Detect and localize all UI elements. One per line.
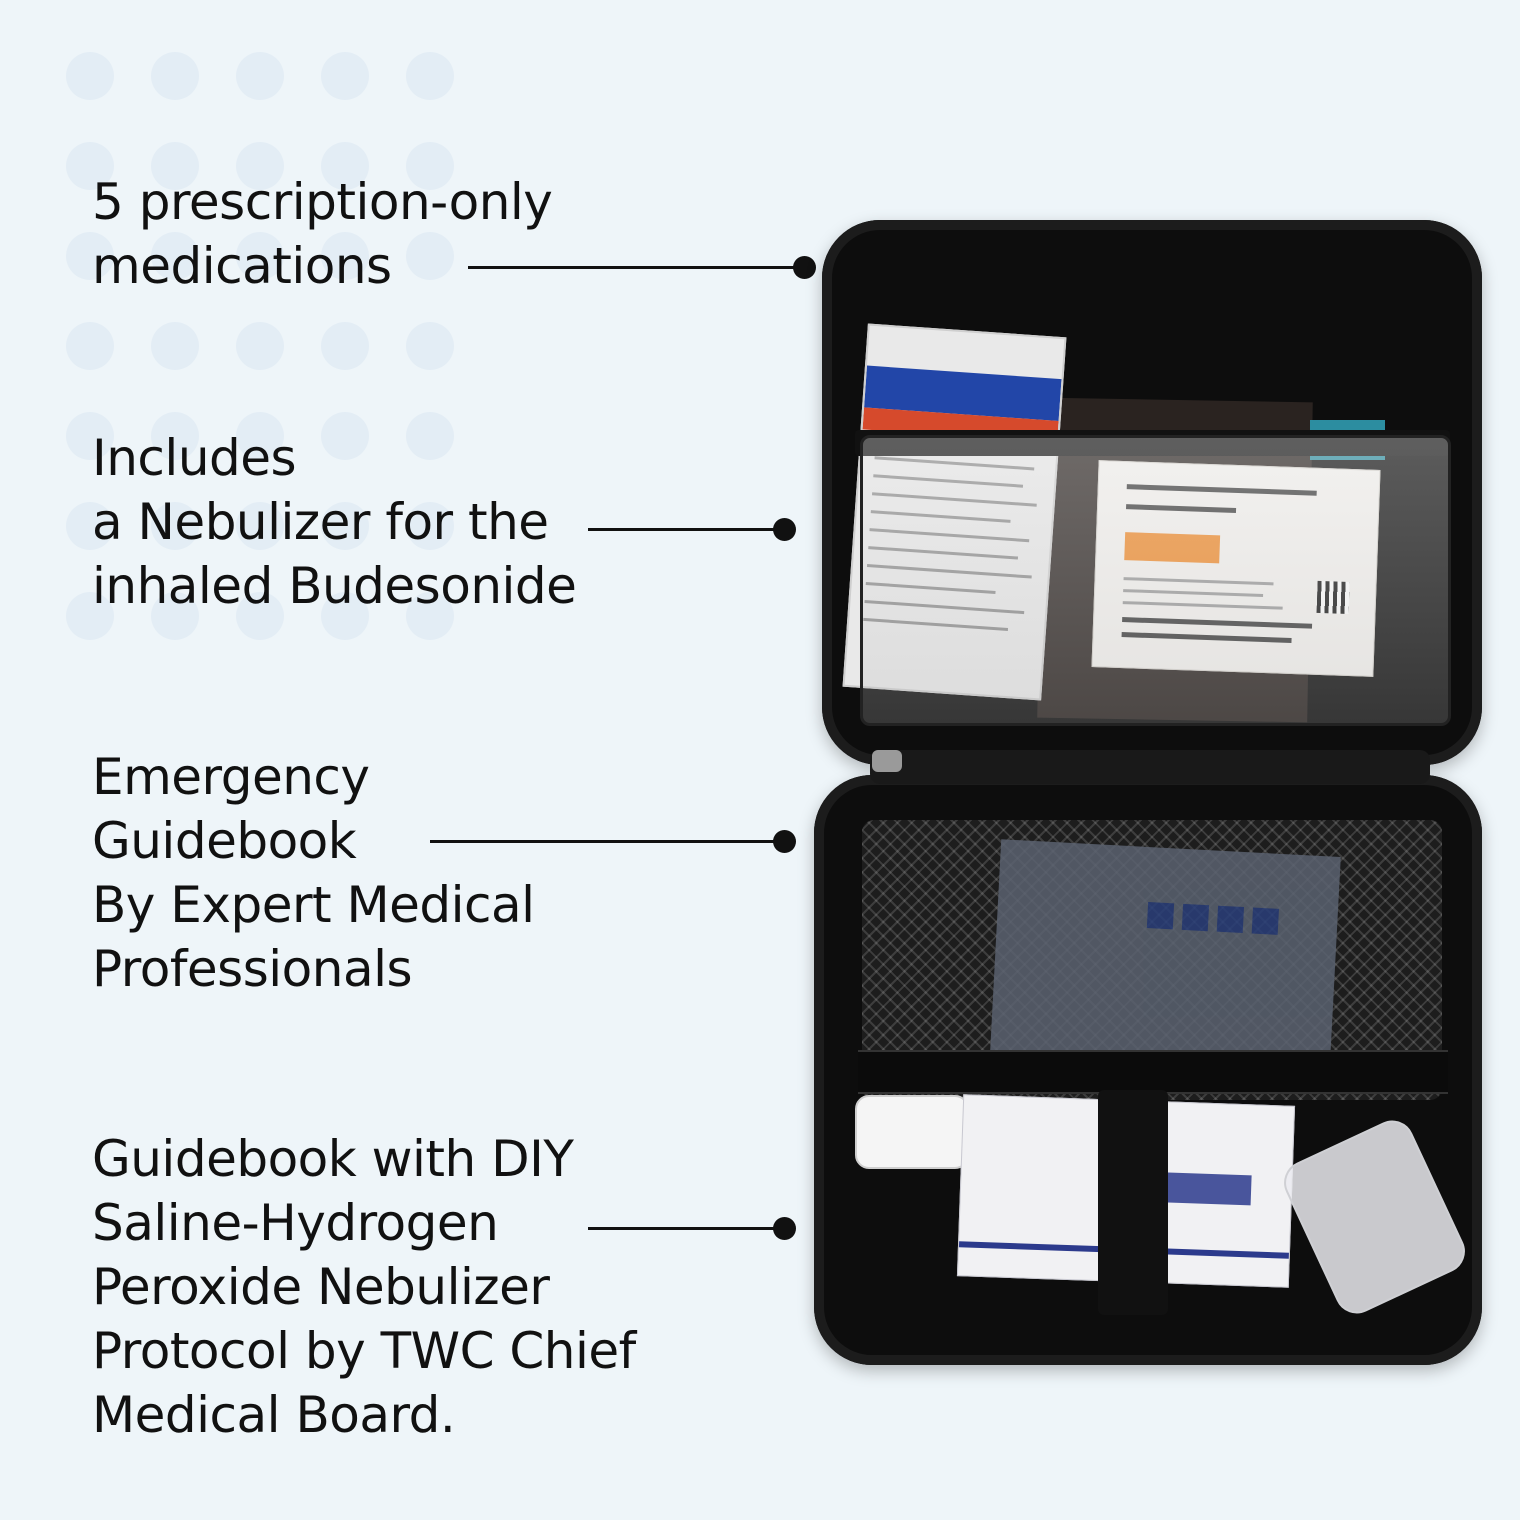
callout-line: Protocol by TWC Chief (92, 1322, 636, 1380)
pocket-band (855, 430, 1450, 456)
callout-line: Medical Board. (92, 1386, 456, 1444)
leader-line-emergency-guidebook (430, 830, 796, 853)
callout-line: By Expert Medical (92, 876, 535, 934)
callout-nebulizer: Includes a Nebulizer for the inhaled Bud… (92, 426, 577, 618)
callout-line: Guidebook with DIY (92, 1130, 574, 1188)
callout-line: Professionals (92, 940, 413, 998)
decorative-dot-grid (66, 52, 454, 640)
callout-line: 5 prescription-only (92, 173, 553, 231)
callout-line: inhaled Budesonide (92, 557, 577, 615)
callout-line: a Nebulizer for the (92, 493, 549, 551)
leader-line-diy-protocol (588, 1217, 796, 1240)
leader-line-nebulizer (588, 518, 796, 541)
zipper (870, 750, 1430, 784)
elastic-strap (1098, 1090, 1168, 1315)
leader-line-medications (468, 256, 816, 279)
callout-line: Includes (92, 429, 297, 487)
callout-line: Peroxide Nebulizer (92, 1258, 550, 1316)
callout-medications: 5 prescription-only medications (92, 170, 553, 298)
bottle-icon (855, 1095, 969, 1169)
callout-line: Emergency (92, 748, 370, 806)
zipper-pull-icon (872, 750, 902, 772)
clear-pocket (860, 435, 1451, 726)
callout-line: medications (92, 237, 392, 295)
callout-emergency-guidebook: Emergency Guidebook By Expert Medical Pr… (92, 745, 535, 1001)
mesh-band (858, 1050, 1448, 1094)
callout-diy-protocol: Guidebook with DIY Saline-Hydrogen Perox… (92, 1127, 636, 1447)
medical-kit-case-icon (810, 220, 1490, 1370)
callout-line: Guidebook (92, 812, 357, 870)
callout-line: Saline-Hydrogen (92, 1194, 499, 1252)
